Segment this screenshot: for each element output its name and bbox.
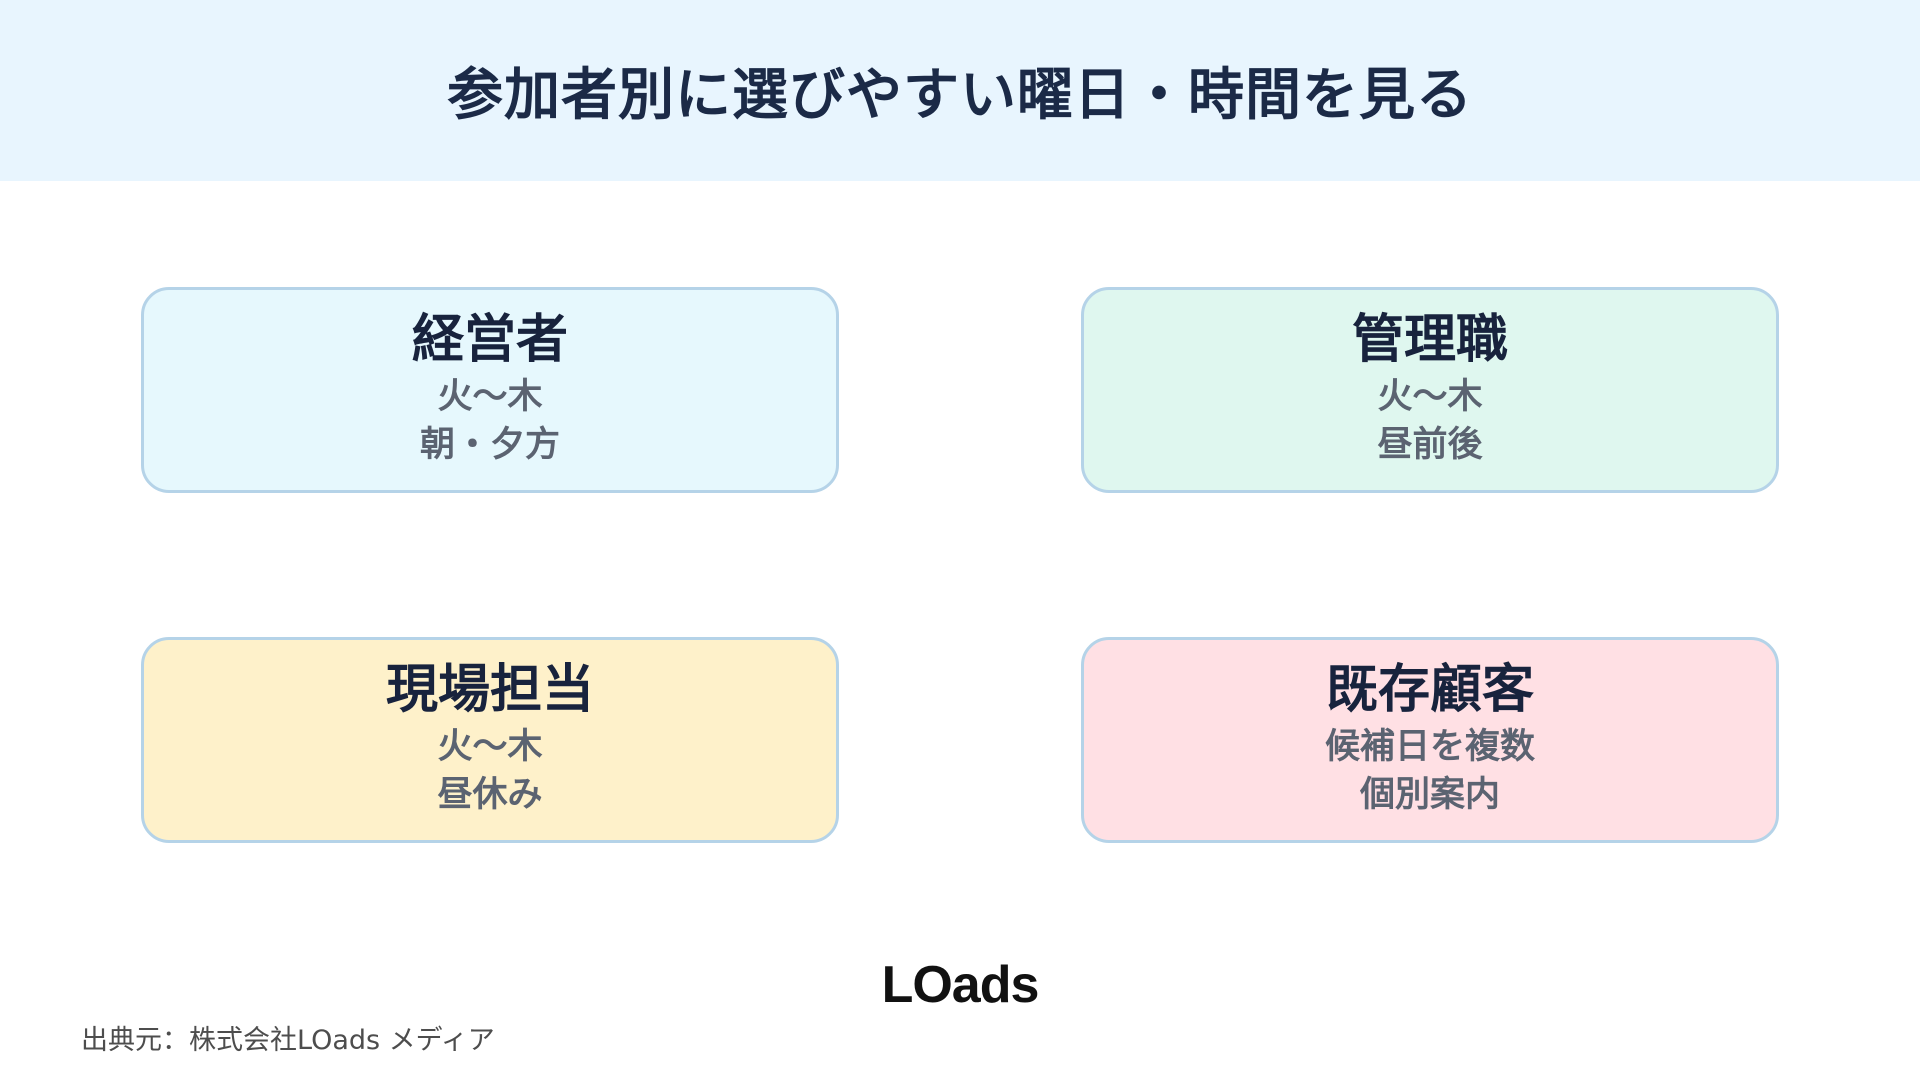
card-field-staff: 現場担当 火〜木 昼休み (141, 637, 839, 843)
card-days: 候補日を複数 (1324, 727, 1535, 767)
card-manager: 管理職 火〜木 昼前後 (1081, 287, 1779, 493)
brand-logo: LOads (881, 956, 1040, 1014)
card-title: 経営者 (411, 310, 568, 370)
card-days: 火〜木 (437, 727, 543, 767)
card-executive: 経営者 火〜木 朝・夕方 (141, 287, 839, 493)
card-time: 朝・夕方 (419, 425, 560, 465)
card-time: 昼前後 (1377, 425, 1483, 465)
card-time: 昼休み (437, 775, 543, 815)
card-title: 管理職 (1351, 310, 1508, 370)
source-credit: 出典元：株式会社LOads メディア (81, 1025, 495, 1056)
card-days: 火〜木 (1377, 377, 1483, 417)
card-title: 既存顧客 (1325, 660, 1534, 720)
card-days: 火〜木 (437, 377, 543, 417)
card-time: 個別案内 (1359, 775, 1500, 815)
card-title: 現場担当 (385, 660, 594, 720)
header-banner: 参加者別に選びやすい曜日・時間を見る (0, 0, 1920, 181)
card-existing-customer: 既存顧客 候補日を複数 個別案内 (1081, 637, 1779, 843)
page-title: 参加者別に選びやすい曜日・時間を見る (447, 63, 1473, 128)
